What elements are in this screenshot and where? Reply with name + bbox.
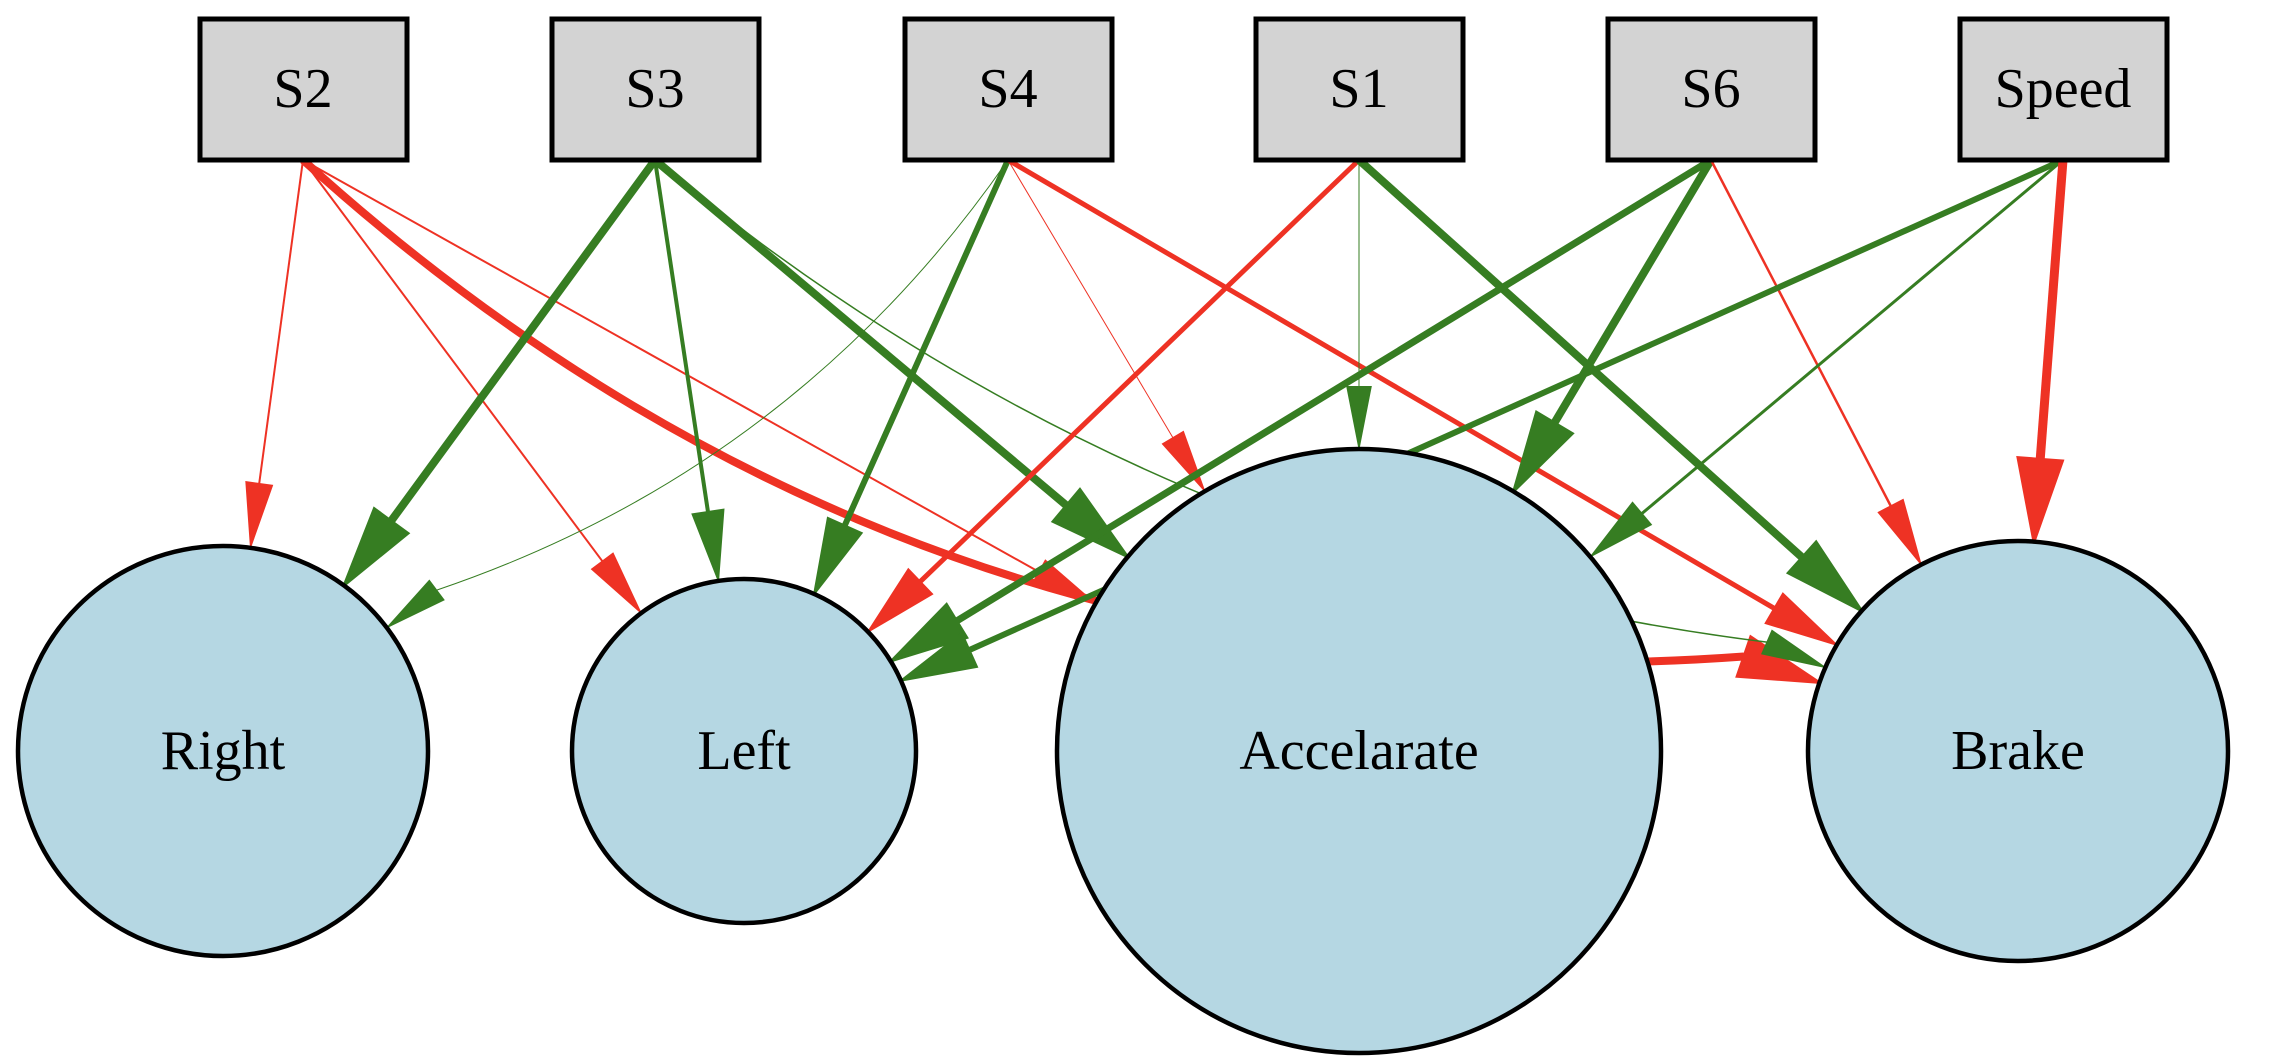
- edge-s6-to-accelarate: [1551, 157, 1715, 425]
- edge-s2-to-left: [302, 159, 604, 562]
- arrowhead-s3-to-left: [691, 508, 725, 582]
- input-node-s3[interactable]: S3: [549, 16, 762, 163]
- arrowhead-s3-to-brake: [1761, 629, 1826, 668]
- input-label-s1: S1: [1329, 58, 1388, 120]
- edge-s1-to-brake: [1356, 157, 1805, 561]
- edge-s3-to-left: [653, 159, 710, 512]
- arrowhead-s2-to-right: [245, 481, 274, 549]
- input-node-s6[interactable]: S6: [1605, 16, 1818, 163]
- edge-s6-to-brake: [1709, 159, 1892, 507]
- input-label-s2: S2: [273, 58, 332, 120]
- edge-s2-to-right: [258, 159, 304, 484]
- output-node-left[interactable]: Left: [569, 576, 919, 926]
- arrowhead-speed-to-brake: [2016, 456, 2065, 548]
- arrowhead-s1-to-left: [867, 567, 934, 633]
- output-label-accelarate: Accelarate: [1239, 720, 1478, 782]
- edge-s4-to-brake: [1006, 157, 1776, 611]
- input-label-s3: S3: [625, 58, 684, 120]
- arrowhead-speed-to-accelarate: [1589, 501, 1653, 558]
- arrowhead-s4-to-right: [386, 579, 445, 629]
- arrowhead-s2-to-left: [590, 552, 642, 614]
- arrowhead-s2-to-brake: [1735, 634, 1825, 685]
- edge-s6-to-left: [955, 157, 1713, 624]
- edge-s3-to-right: [387, 157, 659, 524]
- input-node-s4[interactable]: S4: [902, 16, 1115, 163]
- input-node-s2[interactable]: S2: [197, 16, 410, 163]
- input-label-speed: Speed: [1995, 58, 2132, 120]
- edge-speed-to-accelarate: [1641, 158, 2064, 515]
- arrowhead-s6-to-left: [889, 602, 969, 663]
- output-node-brake[interactable]: Brake: [1805, 538, 2231, 964]
- nodes-layer: S2 S3 S4 S1 S6 Speed Right Left: [15, 16, 2231, 1056]
- edge-s4-to-right: [436, 159, 1009, 591]
- output-label-left: Left: [697, 720, 791, 782]
- arrowhead-s1-to-accelarate: [1346, 386, 1372, 450]
- arrowhead-s6-to-brake: [1877, 498, 1922, 565]
- arrowhead-s4-to-brake: [1764, 592, 1838, 646]
- arrowhead-speed-to-left: [900, 631, 979, 682]
- output-node-accelarate[interactable]: Accelarate: [1054, 446, 1664, 1056]
- arrowhead-s4-to-left: [813, 516, 864, 595]
- edge-s2-to-accelarate: [302, 159, 1040, 573]
- edge-s4-to-accelarate: [1007, 159, 1174, 438]
- output-label-right: Right: [161, 720, 286, 782]
- arrowhead-s1-to-brake: [1785, 539, 1866, 615]
- output-label-brake: Brake: [1951, 720, 2085, 782]
- input-node-s1[interactable]: S1: [1253, 16, 1466, 163]
- input-label-s6: S6: [1681, 58, 1740, 120]
- output-node-right[interactable]: Right: [15, 543, 431, 959]
- edge-speed-to-brake: [2035, 159, 2068, 460]
- edge-s1-to-left: [918, 158, 1361, 584]
- edge-s3-to-accelarate: [652, 156, 1070, 509]
- edge-s4-to-left: [842, 158, 1011, 527]
- input-label-s4: S4: [978, 58, 1037, 120]
- arrowhead-s6-to-accelarate: [1510, 410, 1575, 497]
- input-node-speed[interactable]: Speed: [1957, 16, 2170, 163]
- arrowhead-s3-to-right: [340, 506, 411, 590]
